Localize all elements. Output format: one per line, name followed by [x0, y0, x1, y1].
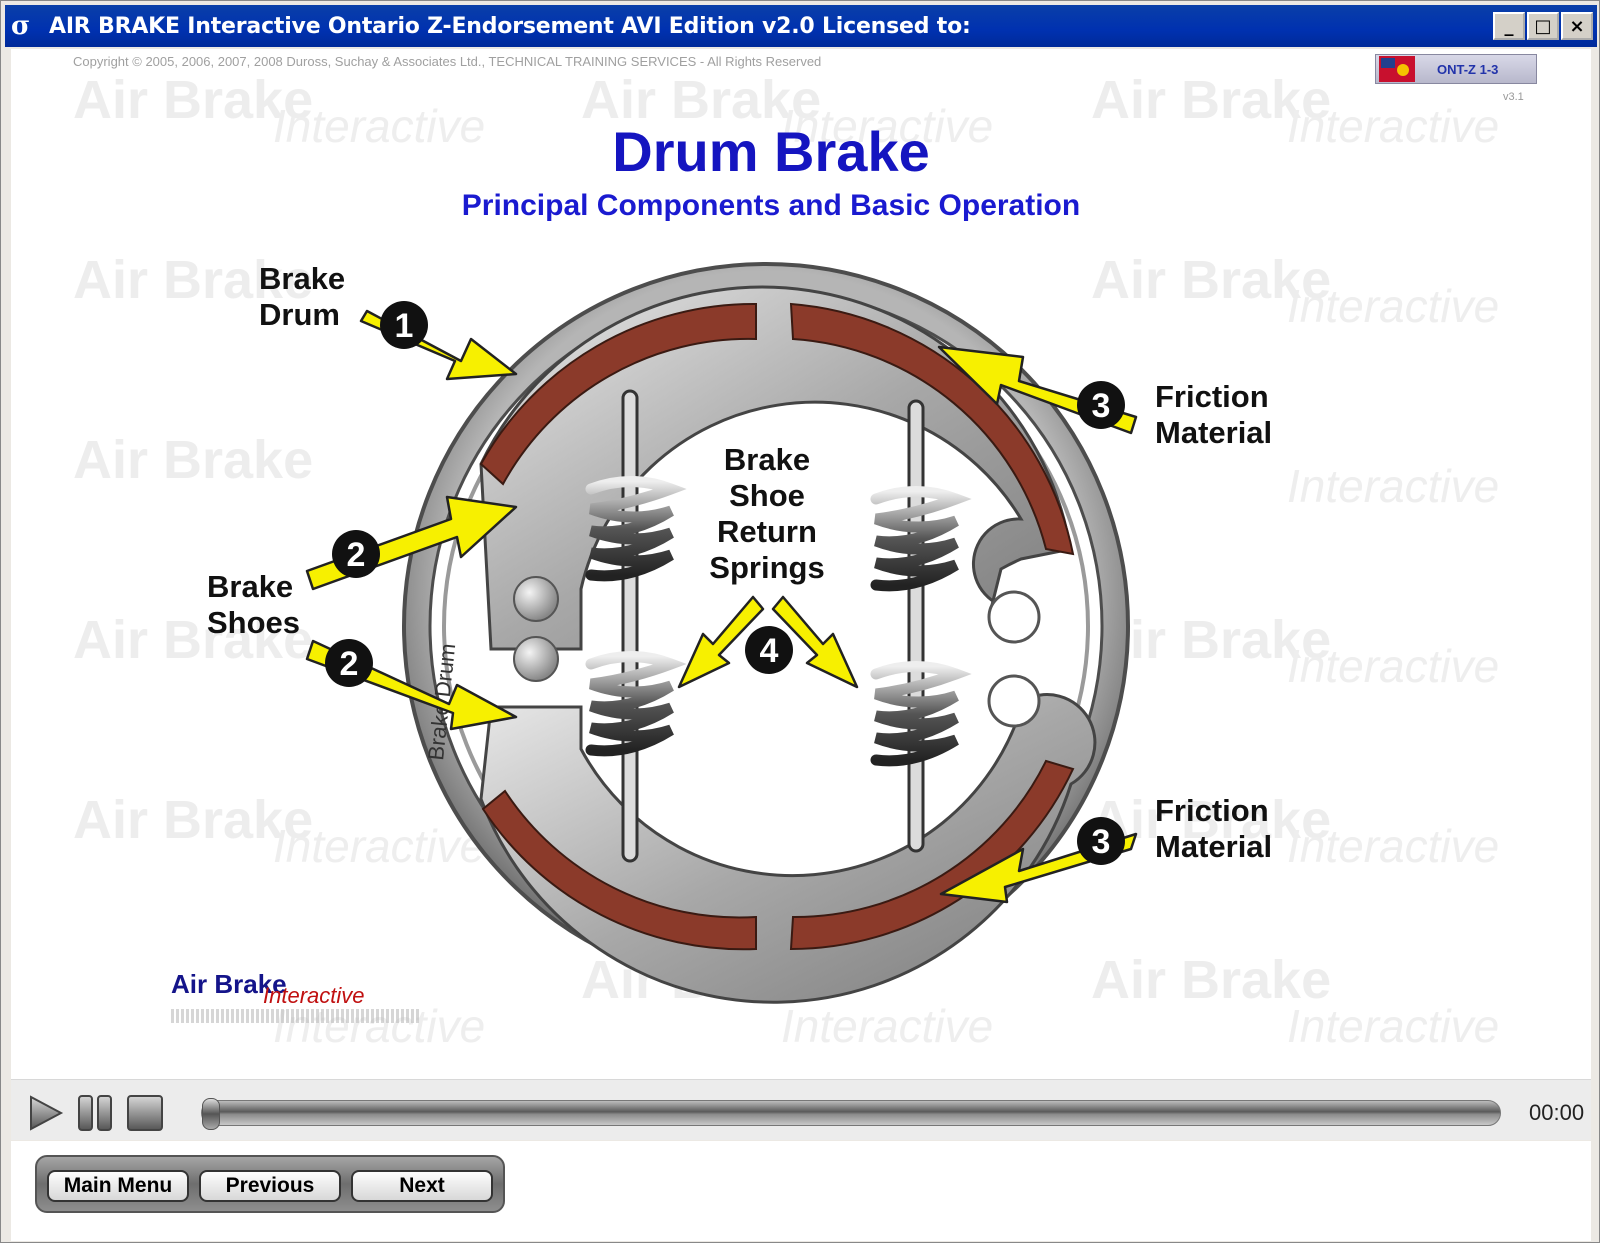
- arrow-spring-left: [677, 595, 765, 689]
- anchor-pin: [513, 636, 559, 682]
- main-menu-button[interactable]: Main Menu: [47, 1170, 189, 1202]
- label-line: Friction: [1155, 793, 1269, 828]
- minimize-button[interactable]: _: [1493, 12, 1525, 40]
- watermark-text: Interactive: [1287, 820, 1500, 872]
- watermark-text: Interactive: [273, 100, 486, 152]
- label-line: Friction: [1155, 379, 1269, 414]
- watermark-text: Air Brake: [73, 790, 314, 850]
- arrow-brake-drum: [359, 309, 518, 381]
- anchor-pin: [513, 576, 559, 622]
- watermark-text: Interactive: [1287, 1000, 1500, 1052]
- watermark-text: Air Brake: [581, 70, 822, 130]
- label-line: Drum: [259, 297, 340, 332]
- upper-brake-shoe: [479, 285, 1075, 651]
- play-button[interactable]: [25, 1093, 65, 1133]
- air-brake-logo: Air Brake Interactive: [171, 969, 421, 1023]
- marker-2-upper: [332, 530, 380, 578]
- marker-3-upper-text: 3: [1092, 387, 1111, 425]
- label-line: Material: [1155, 415, 1273, 450]
- previous-button[interactable]: Previous: [199, 1170, 341, 1202]
- marker-3-upper: [1077, 381, 1125, 429]
- close-button[interactable]: ×: [1561, 12, 1593, 40]
- label-line: Return: [717, 514, 817, 549]
- navigation-bar: Main Menu Previous Next: [11, 1141, 1591, 1241]
- next-button[interactable]: Next: [351, 1170, 493, 1202]
- ontario-flag-icon: [1379, 56, 1415, 82]
- stop-button[interactable]: [125, 1093, 165, 1133]
- watermark-text: Interactive: [1287, 460, 1500, 512]
- nav-button-tray: Main Menu Previous Next: [35, 1155, 505, 1213]
- label-brake-shoes: Brake Shoes: [207, 569, 300, 641]
- marker-2-upper-text: 2: [347, 536, 366, 574]
- marker-1-text: 1: [395, 307, 414, 345]
- version-label: v3.1: [1503, 91, 1524, 103]
- drum-brake-diagram: Brake Drum: [305, 262, 1138, 1004]
- watermark-text: Interactive: [781, 100, 994, 152]
- watermark-text: Interactive: [1287, 640, 1500, 692]
- return-spring-left: [585, 389, 687, 863]
- copyright-text: Copyright © 2005, 2006, 2007, 2008 Duros…: [73, 54, 822, 69]
- marker-3-lower: [1077, 817, 1125, 865]
- label-brake-drum: Brake Drum: [259, 261, 345, 333]
- return-spring-right: [870, 399, 972, 853]
- marker-1: [380, 301, 428, 349]
- label-line: Brake: [259, 261, 346, 296]
- watermark-text: Air Brake: [73, 610, 314, 670]
- seek-bar[interactable]: [201, 1098, 1501, 1130]
- marker-2-lower-text: 2: [340, 645, 359, 683]
- watermark-text: Air Brake: [1091, 950, 1332, 1010]
- media-player: 00:00: [11, 1079, 1591, 1140]
- course-badge: ONT-Z 1-3: [1375, 54, 1537, 84]
- lower-brake-shoe: [479, 674, 1097, 1004]
- page-subtitle: Principal Components and Basic Operation: [461, 189, 1081, 222]
- pause-button[interactable]: [75, 1093, 115, 1133]
- watermark-text: Interactive: [273, 1000, 486, 1052]
- title-bar[interactable]: σ AIR BRAKE Interactive Ontario Z-Endors…: [5, 5, 1597, 47]
- watermark-text: Air Brake: [73, 70, 314, 130]
- watermark-text: Air Brake: [73, 250, 314, 310]
- label-friction-material-lower: Friction Material: [1155, 793, 1272, 865]
- arrow-spring-right: [771, 595, 859, 689]
- window-controls: _ □ ×: [1493, 12, 1593, 40]
- course-code: ONT-Z 1-3: [1437, 61, 1499, 77]
- seek-thumb[interactable]: [202, 1098, 220, 1130]
- watermark-text: Air Brake: [1091, 70, 1332, 130]
- logo-text: Air Brake: [171, 969, 287, 999]
- label-line: Brake: [207, 569, 294, 604]
- label-line: Brake: [723, 442, 811, 477]
- lesson-content: Air Brake Interactive Air Brake Interact…: [11, 49, 1591, 1079]
- window-title: AIR BRAKE Interactive Ontario Z-Endorsem…: [49, 13, 971, 39]
- watermark-text: Air Brake: [1091, 610, 1332, 670]
- marker-2-lower: [325, 639, 373, 687]
- label-return-springs: Brake Shoe Return Springs: [701, 442, 833, 586]
- label-line: Shoes: [207, 605, 301, 640]
- marker-3-lower-text: 3: [1092, 823, 1111, 861]
- watermark-text: Interactive: [273, 820, 486, 872]
- watermark-text: Air Brake: [73, 430, 314, 490]
- marker-4-text: 4: [760, 632, 779, 670]
- label-line: Shoe: [729, 478, 805, 513]
- marker-4: [745, 626, 793, 674]
- page-title: Drum Brake: [612, 120, 930, 183]
- watermark-text: Air Brake: [1091, 250, 1332, 310]
- label-friction-material-upper: Friction Material: [1155, 379, 1272, 451]
- watermark-text: Interactive: [1287, 100, 1500, 152]
- app-icon: σ: [11, 11, 31, 41]
- watermark-text: Interactive: [1287, 280, 1500, 332]
- watermark-text: Interactive: [781, 1000, 994, 1052]
- logo-fineprint: [171, 1009, 421, 1023]
- logo-subtext: Interactive: [263, 983, 365, 1008]
- time-display: 00:00: [1529, 1100, 1585, 1125]
- label-line: Springs: [709, 550, 825, 585]
- maximize-button[interactable]: □: [1527, 12, 1559, 40]
- label-line: Material: [1155, 829, 1273, 864]
